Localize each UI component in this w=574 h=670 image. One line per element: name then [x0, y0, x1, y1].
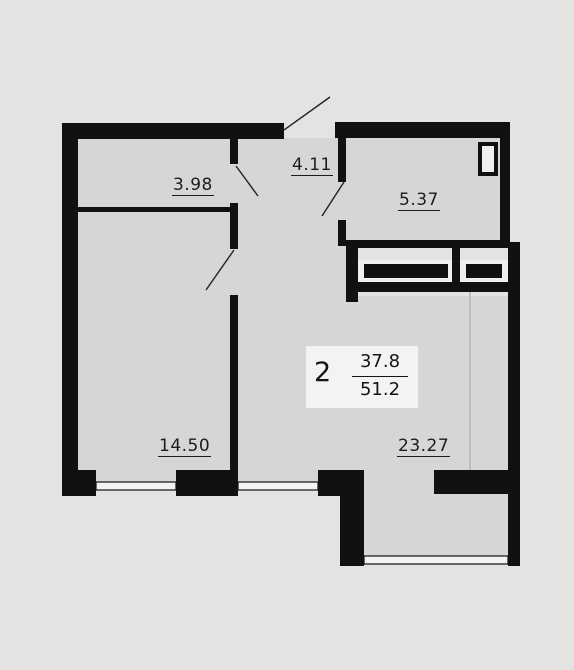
- wall-right-lower: [508, 242, 520, 494]
- wall-balcony-left: [340, 470, 364, 566]
- wall-living-bottom-right: [434, 470, 520, 494]
- doors: [205, 96, 345, 291]
- fraction-line: [352, 376, 408, 377]
- window-living: [237, 481, 319, 491]
- living-area: 37.8: [359, 351, 401, 372]
- window-balcony: [363, 555, 509, 565]
- room-area-hallway: 4.11: [291, 155, 333, 176]
- door-storage: [235, 165, 259, 197]
- shaft-left-fill: [364, 264, 448, 278]
- wall-bath-left-low: [338, 220, 346, 246]
- room-area-storage: 3.98: [172, 175, 214, 196]
- wall-bedroom-right-low: [230, 295, 238, 488]
- room-count: 2: [314, 357, 332, 388]
- floor-balcony: [364, 488, 508, 560]
- floor-storage: [78, 138, 238, 210]
- wall-bedroom-right-top: [230, 138, 238, 164]
- room-area-living-room: 23.27: [397, 436, 451, 457]
- floor-bedroom: [78, 210, 238, 488]
- wall-balcony-right: [508, 470, 520, 566]
- wall-left: [62, 123, 78, 495]
- door-entrance: [283, 96, 331, 131]
- walls: [62, 122, 520, 566]
- wall-storage-bedroom: [78, 207, 238, 212]
- apartment-summary: 2 37.8 51.2: [306, 346, 418, 408]
- wall-bath-bottom: [346, 240, 510, 248]
- vent-box: [478, 142, 498, 176]
- floor-bathroom: [346, 138, 502, 244]
- wall-bath-left-top: [338, 138, 346, 182]
- wall-right-upper: [500, 122, 510, 246]
- door-bathroom: [321, 181, 345, 217]
- windows: [95, 292, 509, 565]
- wall-bottom-left: [62, 470, 96, 496]
- floor-areas: [78, 138, 508, 560]
- wall-core-bottom: [346, 282, 510, 292]
- wall-bottom-mid: [176, 470, 238, 496]
- room-area-bathroom: 5.37: [398, 190, 440, 211]
- wall-top-right: [335, 122, 510, 138]
- room-area-bedroom: 14.50: [158, 436, 212, 457]
- wall-core-divider: [452, 248, 460, 284]
- floor-hallway: [238, 138, 346, 298]
- total-area: 51.2: [359, 379, 401, 400]
- service-core: [358, 142, 508, 282]
- shaft-right-fill: [466, 264, 502, 278]
- door-bedroom: [205, 249, 235, 291]
- wall-top-left: [62, 123, 284, 139]
- window-bedroom: [95, 481, 177, 491]
- wall-core: [346, 240, 358, 302]
- wall-bedroom-right-mid: [230, 203, 238, 249]
